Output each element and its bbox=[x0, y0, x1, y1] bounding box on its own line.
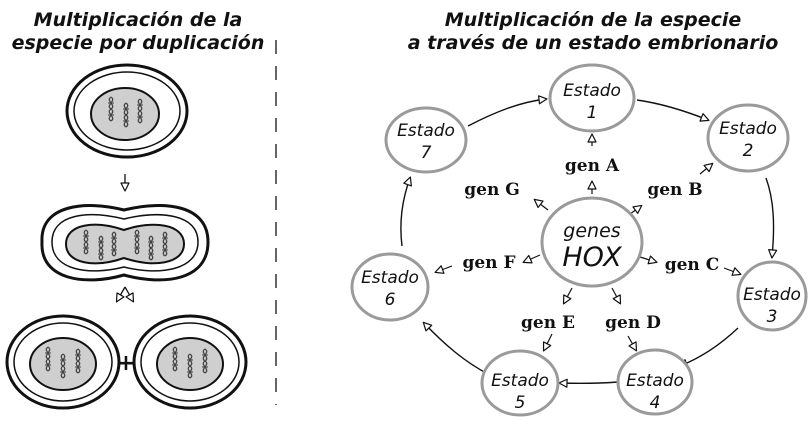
state-node-1: Estado 1 bbox=[548, 63, 636, 133]
cell-original bbox=[65, 63, 189, 159]
state-num-6: 6 bbox=[385, 290, 396, 310]
arrow-split-left bbox=[115, 286, 126, 303]
state-label-1: Estado bbox=[563, 81, 621, 101]
state-node-4: Estado 4 bbox=[616, 348, 694, 416]
arrow-split-right bbox=[124, 286, 135, 303]
cycle-arrow-3-to-4 bbox=[678, 327, 739, 368]
hox-label-line1: genes bbox=[563, 220, 620, 242]
hox-node: genes HOX bbox=[540, 196, 644, 288]
gene-arrow-g bbox=[533, 198, 549, 211]
state-node-5: Estado 5 bbox=[480, 349, 560, 417]
cycle-arrow-7-to-1 bbox=[467, 95, 548, 127]
state-label-4: Estado bbox=[626, 371, 684, 391]
cycle-arrow-1-to-2 bbox=[636, 99, 710, 122]
hox-label-line2: HOX bbox=[562, 242, 622, 273]
nucleus-dividing bbox=[64, 223, 186, 265]
gene-arrow-f bbox=[522, 254, 541, 264]
gene-arrow-c2 bbox=[723, 267, 742, 276]
cell-dividing bbox=[40, 204, 210, 282]
right-title-line1: Multiplicación de la especie bbox=[445, 9, 742, 31]
gene-arrow-f2 bbox=[434, 265, 453, 274]
state-node-7: Estado 7 bbox=[384, 106, 468, 174]
state-num-1: 1 bbox=[587, 103, 598, 123]
gene-label-c: gen C bbox=[665, 255, 720, 275]
left-title-line2: especie por duplicación bbox=[12, 32, 265, 54]
state-node-6: Estado 6 bbox=[350, 252, 430, 322]
cycle-arrow-6-to-7 bbox=[400, 176, 412, 247]
state-label-2: Estado bbox=[719, 119, 777, 139]
gene-arrow-e bbox=[562, 287, 573, 305]
gene-arrow-e2 bbox=[542, 333, 553, 352]
state-num-4: 4 bbox=[650, 393, 661, 413]
state-num-5: 5 bbox=[515, 393, 526, 413]
gene-arrow-c bbox=[639, 255, 658, 265]
gene-arrow-b bbox=[699, 162, 714, 175]
state-num-3: 3 bbox=[767, 307, 778, 327]
gene-label-d: gen D bbox=[605, 313, 661, 333]
state-num-7: 7 bbox=[421, 143, 432, 163]
cycle-arrow-2-to-3 bbox=[765, 177, 778, 259]
right-title-line2: a través de un estado embrionario bbox=[408, 32, 779, 54]
state-node-2: Estado 2 bbox=[706, 103, 790, 173]
gene-label-f: gen F bbox=[462, 253, 515, 273]
gene-label-a: gen A bbox=[565, 156, 620, 176]
cell-daughter-right bbox=[132, 314, 248, 410]
state-label-7: Estado bbox=[397, 121, 455, 141]
plus-sign: + bbox=[117, 351, 135, 376]
cell-daughter-left bbox=[5, 314, 121, 410]
state-label-5: Estado bbox=[491, 371, 549, 391]
state-node-3: Estado 3 bbox=[736, 260, 808, 332]
state-label-3: Estado bbox=[743, 285, 801, 305]
state-label-6: Estado bbox=[361, 268, 419, 288]
nucleus-daughter-left bbox=[29, 337, 97, 391]
cycle-arrow-5-to-6 bbox=[422, 321, 489, 375]
cycle-arrow-4-to-5 bbox=[558, 378, 619, 388]
gene-label-b: gen B bbox=[647, 180, 702, 200]
gene-arrow-d2 bbox=[627, 335, 638, 352]
gene-label-e: gen E bbox=[521, 313, 575, 333]
gene-arrow-d bbox=[611, 287, 622, 305]
gene-label-g: gen G bbox=[464, 180, 520, 200]
state-num-2: 2 bbox=[743, 141, 754, 161]
nucleus-daughter-right bbox=[156, 337, 224, 391]
left-title-line1: Multiplicación de la bbox=[34, 9, 243, 31]
